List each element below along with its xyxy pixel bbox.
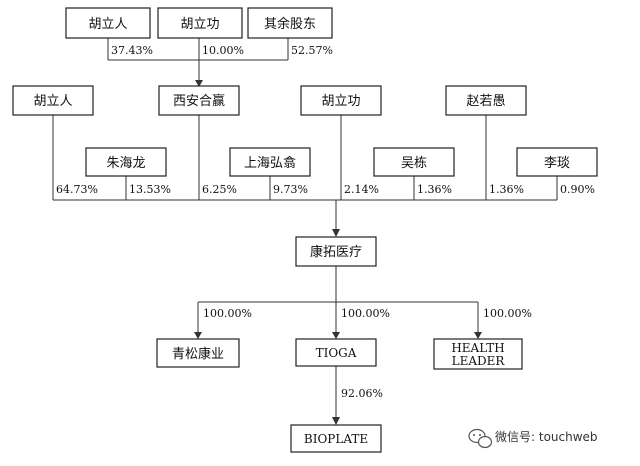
subsidiary-qingsong-label: 青松康业 xyxy=(172,346,224,362)
subsidiary-health-leader: HEALTH LEADER xyxy=(433,338,523,370)
shareholder-zhao-ruoyu-label: 赵若愚 xyxy=(466,93,505,109)
shareholder-hu-liren-label: 胡立人 xyxy=(33,94,72,109)
shareholder-wu-dong-label: 吴栋 xyxy=(401,155,427,171)
shareholder-hu-ligong: 胡立功 xyxy=(300,85,382,116)
pct-top-hu-ligong: 10.00% xyxy=(202,44,244,57)
stake-hu-ligong: 2.14% xyxy=(344,183,379,196)
stake-li-yan: 0.90% xyxy=(560,183,595,196)
stake-wu-dong: 1.36% xyxy=(417,183,452,196)
shareholder-hu-liren: 胡立人 xyxy=(12,85,94,116)
stake-zhu-hailong: 13.53% xyxy=(129,183,171,196)
shareholder-zhu-hailong: 朱海龙 xyxy=(85,147,167,177)
top-holder-hu-liren: 胡立人 xyxy=(65,7,151,39)
top-holder-hu-liren-label: 胡立人 xyxy=(88,17,127,32)
connector-lines xyxy=(52,38,558,425)
subsidiary-qingsong: 青松康业 xyxy=(156,338,240,368)
subsidiary-health-leader-line2: LEADER xyxy=(452,354,506,368)
pct-top-others: 52.57% xyxy=(291,44,333,57)
pct-qingsong: 100.00% xyxy=(203,307,252,320)
stake-shanghai-hongxi: 9.73% xyxy=(273,183,308,196)
shareholder-xian-hewin: 西安合赢 xyxy=(158,85,240,116)
stake-hu-liren: 64.73% xyxy=(56,183,98,196)
shareholder-hu-ligong-label: 胡立功 xyxy=(321,94,360,109)
pct-health-leader: 100.00% xyxy=(483,307,532,320)
shareholder-shanghai-hongxi-label: 上海弘翕 xyxy=(244,155,296,171)
stake-zhao-ruoyu: 1.36% xyxy=(489,183,524,196)
pct-top-hu-liren: 37.43% xyxy=(111,44,153,57)
pct-bioplate: 92.06% xyxy=(341,387,383,400)
company-kangtuo: 康拓医疗 xyxy=(295,236,377,267)
top-holder-hu-ligong-label: 胡立功 xyxy=(180,17,219,32)
watermark: 微信号: touchweb xyxy=(468,428,598,449)
subsidiary-bioplate: BIOPLATE xyxy=(290,424,382,453)
subsidiary-tioga: TIOGA xyxy=(295,338,377,367)
shareholder-shanghai-hongxi: 上海弘翕 xyxy=(229,147,311,177)
top-holder-others-label: 其余股东 xyxy=(264,16,316,32)
shareholder-li-yan-label: 李琰 xyxy=(544,156,570,171)
shareholder-wu-dong: 吴栋 xyxy=(373,147,455,177)
company-kangtuo-label: 康拓医疗 xyxy=(310,244,362,260)
wechat-icon xyxy=(468,428,493,449)
shareholder-li-yan: 李琰 xyxy=(516,147,598,177)
subsidiary-bioplate-label: BIOPLATE xyxy=(304,432,368,446)
subsidiary-tioga-label: TIOGA xyxy=(316,346,357,360)
stake-xian-hewin: 6.25% xyxy=(202,183,237,196)
shareholder-zhao-ruoyu: 赵若愚 xyxy=(445,85,527,116)
shareholder-xian-hewin-label: 西安合赢 xyxy=(173,93,225,109)
top-holder-hu-ligong: 胡立功 xyxy=(157,7,243,39)
shareholder-zhu-hailong-label: 朱海龙 xyxy=(106,156,145,171)
top-holder-others: 其余股东 xyxy=(247,7,333,39)
watermark-text: 微信号: touchweb xyxy=(495,430,598,444)
pct-tioga: 100.00% xyxy=(341,307,390,320)
subsidiary-health-leader-line1: HEALTH xyxy=(451,341,504,355)
